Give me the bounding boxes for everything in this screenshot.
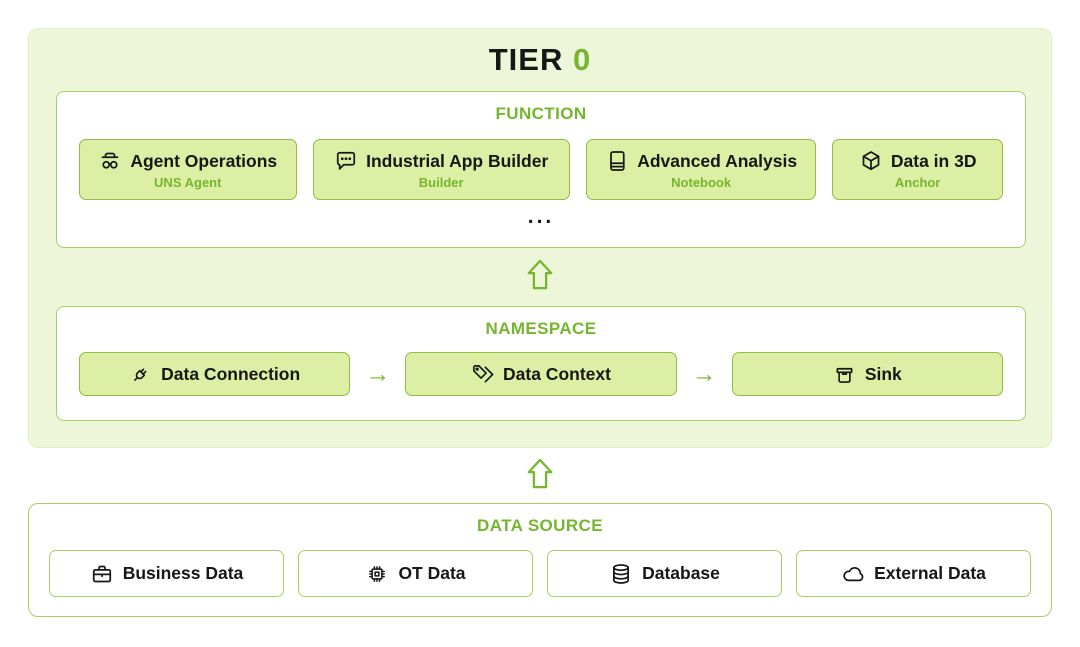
card-advanced-analysis: Advanced Analysis Notebook (585, 139, 817, 200)
card-business-data: Business Data (49, 550, 284, 597)
namespace-cards-row: Data Connection → Data Context → (57, 352, 1025, 396)
chip-icon (365, 562, 389, 586)
card-label: OT Data (398, 563, 466, 583)
tier-0-container: TIER 0 FUNCTION Agent Operatio (28, 28, 1052, 448)
cube-3d-icon (859, 149, 883, 173)
card-sublabel: Anchor (894, 175, 941, 190)
cloud-icon (841, 562, 865, 586)
card-label: Data in 3D (890, 150, 977, 171)
card-sublabel: UNS Agent (154, 175, 222, 190)
plug-icon (129, 363, 152, 386)
notebook-icon (605, 149, 629, 173)
data-source-cards-row: Business Data OT Data (29, 550, 1051, 597)
card-label: Advanced Analysis (637, 150, 798, 171)
card-label: Data Connection (161, 363, 301, 384)
namespace-panel-title: NAMESPACE (485, 319, 597, 338)
card-label: Database (642, 563, 720, 583)
data-source-panel: DATA SOURCE Business Data (28, 503, 1052, 617)
card-external-data: External Data (796, 550, 1031, 597)
chat-bubble-icon (334, 149, 358, 173)
namespace-panel: NAMESPACE Data Connection → (56, 306, 1026, 421)
card-industrial-app-builder: Industrial App Builder Builder (312, 139, 570, 200)
card-label: External Data (874, 563, 986, 583)
tier-title-number: 0 (573, 42, 592, 77)
data-source-panel-title: DATA SOURCE (477, 516, 603, 535)
function-ellipsis: ... (527, 205, 555, 228)
function-panel-title: FUNCTION (495, 104, 587, 123)
sink-bin-icon (833, 363, 856, 386)
tier-title: TIER 0 (29, 42, 1051, 78)
function-panel: FUNCTION Agent Operations UN (56, 91, 1026, 248)
card-agent-operations: Agent Operations UNS Agent (79, 139, 297, 200)
tier-title-text: TIER (488, 42, 564, 77)
database-icon (609, 562, 633, 586)
right-arrow: → (365, 360, 391, 388)
card-sublabel: Notebook (671, 175, 732, 190)
incognito-agent-icon (98, 149, 122, 173)
card-label: Industrial App Builder (366, 150, 549, 171)
card-sink: Sink (731, 352, 1003, 396)
card-label: Business Data (122, 563, 244, 583)
card-data-context: Data Context (405, 352, 677, 396)
card-sublabel: Builder (418, 175, 464, 190)
right-arrow: → (691, 360, 717, 388)
up-arrow-icon (525, 457, 555, 496)
card-label: Agent Operations (130, 150, 278, 171)
card-data-in-3d: Data in 3D Anchor (832, 139, 1003, 200)
card-database: Database (547, 550, 782, 597)
function-cards-row: Agent Operations UNS Agent Industrial Ap… (57, 139, 1025, 200)
card-label: Sink (864, 363, 902, 384)
card-label: Data Context (503, 363, 611, 384)
tags-icon (471, 363, 494, 386)
briefcase-icon (90, 562, 114, 586)
card-data-connection: Data Connection (79, 352, 351, 396)
up-arrow-icon (525, 258, 555, 297)
card-ot-data: OT Data (298, 550, 533, 597)
